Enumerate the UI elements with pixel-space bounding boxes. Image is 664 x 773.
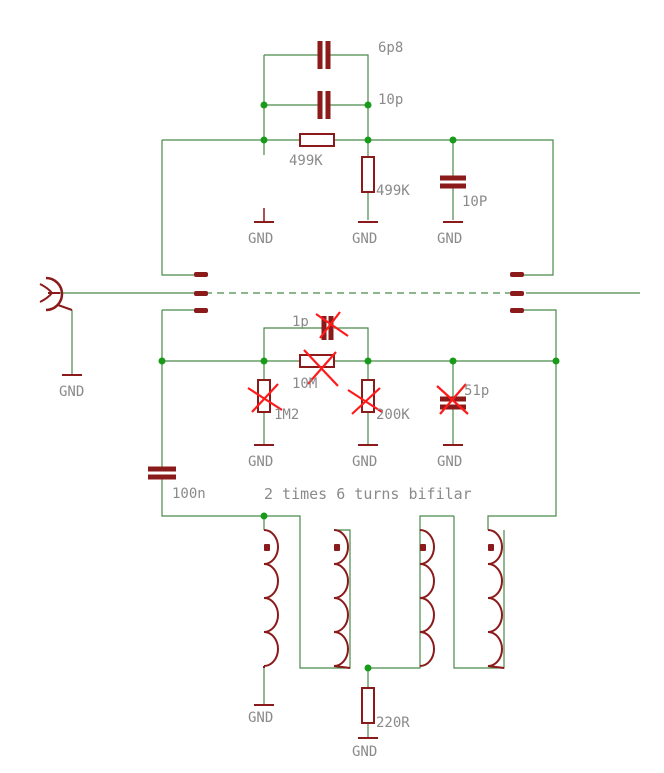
ground-symbols [62,208,463,739]
label-499k-horizontal: 499K [289,153,323,169]
label-1m2: 1M2 [274,407,299,423]
resistor-499k-vertical [361,156,375,193]
label-200k: 200K [376,407,410,423]
capacitor-10p-top [317,91,331,119]
gnd-label: GND [352,744,377,760]
cross-mark-200k [347,387,383,415]
label-499k-vertical: 499K [376,183,410,199]
gnd-label: GND [352,454,377,470]
junctions [158,101,560,672]
label-220r: 220R [376,715,410,731]
gnd-label: GND [437,454,462,470]
cross-mark-1p [315,311,349,339]
crossed-out-marks [247,311,469,415]
label-10p-top: 10p [378,92,403,108]
label-51p: 51p [464,383,489,399]
input-jack-icon [39,276,73,312]
label-100n: 100n [172,486,206,502]
label-10m: 10M [292,376,317,392]
resistor-220r [361,687,375,724]
gnd-label: GND [437,231,462,247]
resistor-1m2 [257,379,271,413]
component-labels: 6p8 10p 499K 499K 10P 1p 10M 1M2 200K 51… [172,40,489,731]
gnd-label: GND [248,454,273,470]
inductor-winding-4 [487,529,505,669]
cross-mark-51p [436,383,469,415]
inductor-winding-3 [419,529,435,667]
cross-mark-1m2 [247,383,283,413]
gnd-label: GND [59,384,84,400]
label-6p8: 6p8 [378,40,403,56]
gnd-label: GND [352,231,377,247]
capacitor-6p8 [317,41,331,69]
label-10p-right: 10P [462,194,487,210]
inductor-winding-1 [263,529,279,668]
capacitor-10p-right [440,175,466,189]
resistor-499k-horizontal [299,133,335,147]
capacitor-100n [148,466,176,480]
gnd-labels: GND GND GND GND GND GND GND GND GND [59,231,462,760]
connector-pins [194,272,524,313]
label-1p: 1p [292,314,309,330]
wires [60,54,640,738]
cross-mark-10m [303,349,339,387]
gnd-label: GND [248,231,273,247]
gnd-label: GND [248,710,273,726]
inductor-winding-2 [333,529,351,669]
note-bifilar: 2 times 6 turns bifilar [264,485,472,503]
